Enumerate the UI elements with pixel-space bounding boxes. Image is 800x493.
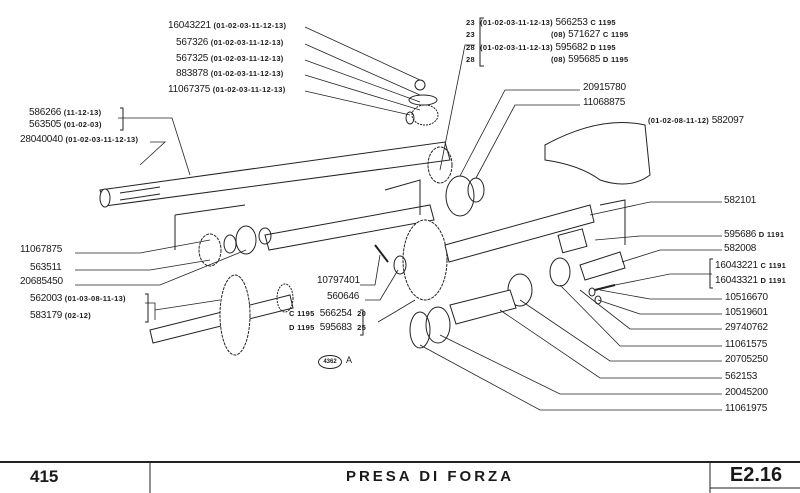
ring [258, 227, 272, 245]
bracket [145, 293, 149, 323]
part-label: 567326 (01-02-03-11-12-13) [176, 37, 284, 48]
hub-560646 [393, 255, 407, 275]
bracket [120, 107, 124, 131]
part-label: 883878 (01-02-03-11-12-13) [176, 68, 284, 79]
part-label: 20045200 [725, 387, 768, 398]
output-shaft-582101 [444, 204, 595, 263]
part-label: 16043221 (01-02-03-11-12-13) [168, 20, 287, 31]
part-label: 595686 D 1191 [724, 229, 785, 240]
part-label: 11067875 [20, 244, 63, 255]
ring-11068875 [467, 177, 485, 203]
flange-595686 [557, 228, 588, 254]
part-label: 10797401 [317, 275, 360, 286]
part-label: 562153 [725, 371, 758, 382]
part-label: 11061975 [725, 403, 768, 414]
part-label: 23 (01-02-03-11-12-13) 566253 C 1195 [466, 17, 616, 28]
part-label: 20915780 [583, 82, 626, 93]
part-label: 563511 [30, 262, 62, 273]
bracket [709, 258, 713, 289]
figure-ref-letter: A [346, 355, 353, 365]
part-label: 11068875 [583, 97, 626, 108]
top-bearing [411, 104, 439, 126]
cover-582097 [544, 122, 651, 185]
upper-shaft [99, 141, 451, 208]
sleeve-582008 [579, 251, 626, 281]
part-label: 20705250 [725, 354, 768, 365]
part-label: 16043321 D 1191 [715, 275, 787, 286]
part-label: 23(08) 571627 C 1195 [466, 29, 629, 40]
page-number: 415 [30, 467, 59, 486]
part-label: 567325 (01-02-03-11-12-13) [176, 53, 284, 64]
part-label: 583179 (02-12) [30, 310, 92, 321]
washer [588, 287, 596, 297]
mid-gear [427, 146, 453, 184]
gear-563511 [198, 233, 222, 267]
bracket [479, 17, 484, 67]
part-label: 10516670 [725, 292, 768, 303]
top-nut [414, 79, 426, 91]
frame-line [599, 199, 626, 245]
frame-line [174, 204, 246, 250]
large-gear [219, 274, 251, 356]
figure-ref-code: 4362 [318, 355, 342, 369]
washer [223, 234, 237, 254]
part-label: 582101 [724, 195, 757, 206]
part-label: 28 (01-02-03-11-12-13) 595682 D 1195 [466, 42, 616, 53]
leader-lines [75, 26, 722, 411]
part-label: 563505 (01-02-03) [29, 119, 102, 130]
part-label: 560646 [327, 291, 360, 302]
lower-left-shaft [264, 204, 435, 251]
bolt [594, 284, 616, 291]
section-code: E2.16 [729, 464, 783, 486]
page-title: PRESA DI FORZA [345, 468, 515, 485]
part-label: 20685450 [20, 276, 63, 287]
part-label: 10519601 [725, 307, 768, 318]
part-label: 562003 (01-03-08-11-13) [30, 293, 126, 304]
small-gear [276, 283, 294, 313]
part-label: 16043221 C 1191 [715, 260, 787, 271]
center-gear-566254 [402, 219, 448, 301]
bearing-20685450 [235, 225, 257, 255]
bearing-20045200 [425, 306, 451, 344]
part-label: 11067375 (01-02-03-11-12-13) [168, 84, 286, 95]
part-label: 29740762 [725, 322, 768, 333]
part-label: 582008 [724, 243, 757, 254]
spacer-562153 [449, 289, 517, 325]
part-label: 586266 (11-12-13) [29, 107, 102, 118]
circlip-11061975 [409, 311, 431, 349]
seal [549, 257, 571, 287]
part-label: (01-02-08-11-12) 582097 [648, 115, 744, 126]
part-label: 28040040 (01-02-03-11-12-13) [20, 134, 139, 145]
top-ring [405, 111, 415, 125]
part-label: D 1195 595683 25 [289, 322, 367, 333]
frame-line [384, 179, 421, 215]
part-label: C 1195 566254 20 [289, 308, 367, 319]
bracket [360, 309, 364, 336]
top-washer [408, 94, 438, 106]
part-label: 11061575 [725, 339, 768, 350]
part-label: 28(08) 595685 D 1195 [466, 54, 629, 65]
pin-10797401 [374, 244, 389, 263]
